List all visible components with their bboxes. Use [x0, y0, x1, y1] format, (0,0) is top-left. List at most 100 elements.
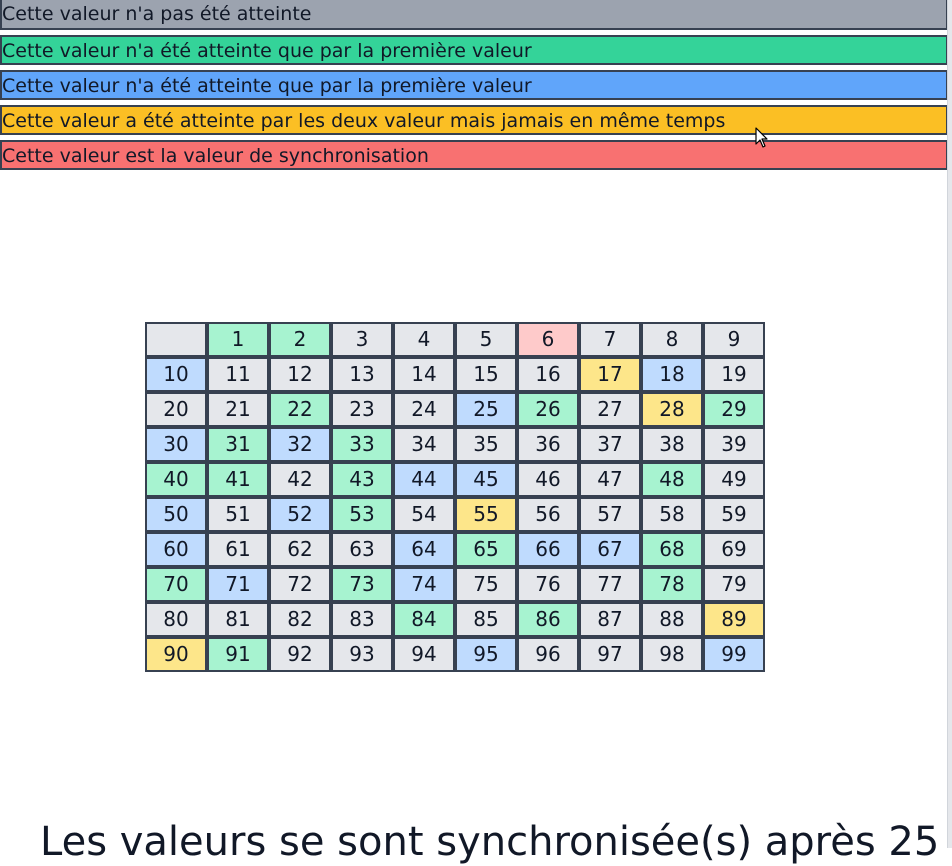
grid-cell: 28 — [641, 392, 703, 427]
grid-cell: 32 — [269, 427, 331, 462]
grid-cell: 48 — [641, 462, 703, 497]
grid-cell: 66 — [517, 532, 579, 567]
grid-cell: 11 — [207, 357, 269, 392]
grid-cell: 52 — [269, 497, 331, 532]
grid-cell: 50 — [145, 497, 207, 532]
grid-cell: 60 — [145, 532, 207, 567]
grid-cell: 42 — [269, 462, 331, 497]
grid-cell: 51 — [207, 497, 269, 532]
grid-cell: 57 — [579, 497, 641, 532]
grid-cell: 2 — [269, 322, 331, 357]
grid-cell: 97 — [579, 637, 641, 672]
grid-cell: 49 — [703, 462, 765, 497]
grid-cell: 37 — [579, 427, 641, 462]
grid-cell: 83 — [331, 602, 393, 637]
grid-cell: 84 — [393, 602, 455, 637]
grid-cell: 35 — [455, 427, 517, 462]
grid-cell: 6 — [517, 322, 579, 357]
grid-cell: 62 — [269, 532, 331, 567]
grid-cell: 16 — [517, 357, 579, 392]
grid-cell: 18 — [641, 357, 703, 392]
grid-cell: 55 — [455, 497, 517, 532]
legend-item-synchronisation: Cette valeur est la valeur de synchronis… — [0, 140, 948, 170]
grid-cell: 80 — [145, 602, 207, 637]
grid-cell: 25 — [455, 392, 517, 427]
grid-cell: 69 — [703, 532, 765, 567]
legend-item-first-value-blue: Cette valeur n'a été atteinte que par la… — [0, 70, 948, 100]
grid-cell: 67 — [579, 532, 641, 567]
window-edge — [947, 0, 952, 848]
grid-cell: 72 — [269, 567, 331, 602]
grid-cell: 61 — [207, 532, 269, 567]
grid-cell: 31 — [207, 427, 269, 462]
grid-cell: 91 — [207, 637, 269, 672]
grid-cell: 89 — [703, 602, 765, 637]
grid-cell: 85 — [455, 602, 517, 637]
grid-cell: 99 — [703, 637, 765, 672]
grid-cell: 23 — [331, 392, 393, 427]
grid-cell: 94 — [393, 637, 455, 672]
grid-cell: 36 — [517, 427, 579, 462]
grid-cell: 3 — [331, 322, 393, 357]
grid-cell: 45 — [455, 462, 517, 497]
grid-cell: 71 — [207, 567, 269, 602]
grid-cell: 40 — [145, 462, 207, 497]
grid-cell: 44 — [393, 462, 455, 497]
grid-cell: 68 — [641, 532, 703, 567]
mouse-pointer-icon — [755, 127, 768, 148]
grid-cell: 17 — [579, 357, 641, 392]
grid-cell: 38 — [641, 427, 703, 462]
grid-cell: 34 — [393, 427, 455, 462]
grid-cell: 47 — [579, 462, 641, 497]
grid-cell: 19 — [703, 357, 765, 392]
grid-cell: 39 — [703, 427, 765, 462]
legend-item-both-not-same-time: Cette valeur a été atteinte par les deux… — [0, 105, 948, 135]
grid-cell: 41 — [207, 462, 269, 497]
grid-cell: 86 — [517, 602, 579, 637]
grid-cell: 10 — [145, 357, 207, 392]
grid-cell: 90 — [145, 637, 207, 672]
grid-cell: 74 — [393, 567, 455, 602]
grid-cell: 5 — [455, 322, 517, 357]
grid-cell: 79 — [703, 567, 765, 602]
legend: Cette valeur n'a pas été atteinte Cette … — [0, 0, 948, 175]
grid-cell: 77 — [579, 567, 641, 602]
grid-cell: 9 — [703, 322, 765, 357]
grid-cell: 73 — [331, 567, 393, 602]
grid-cell: 53 — [331, 497, 393, 532]
grid-cell: 7 — [579, 322, 641, 357]
grid-cell: 75 — [455, 567, 517, 602]
grid-cell: 54 — [393, 497, 455, 532]
grid-cell: 76 — [517, 567, 579, 602]
grid-cell: 29 — [703, 392, 765, 427]
grid-cell: 63 — [331, 532, 393, 567]
grid-cell: 1 — [207, 322, 269, 357]
grid-cell: 33 — [331, 427, 393, 462]
grid-cell: 65 — [455, 532, 517, 567]
grid-cell: 43 — [331, 462, 393, 497]
grid-cell: 87 — [579, 602, 641, 637]
grid-cell: 27 — [579, 392, 641, 427]
grid-cell: 30 — [145, 427, 207, 462]
grid-cell: 92 — [269, 637, 331, 672]
grid-cell: 96 — [517, 637, 579, 672]
grid-cell: 82 — [269, 602, 331, 637]
grid-cell: 13 — [331, 357, 393, 392]
grid-cell: 20 — [145, 392, 207, 427]
grid-cell: 81 — [207, 602, 269, 637]
legend-item-first-value-green: Cette valeur n'a été atteinte que par la… — [0, 35, 948, 65]
grid-cell: 59 — [703, 497, 765, 532]
grid-cell: 56 — [517, 497, 579, 532]
grid-cell: 46 — [517, 462, 579, 497]
grid-cell: 15 — [455, 357, 517, 392]
grid-cell: 64 — [393, 532, 455, 567]
legend-item-not-reached: Cette valeur n'a pas été atteinte — [0, 0, 948, 30]
